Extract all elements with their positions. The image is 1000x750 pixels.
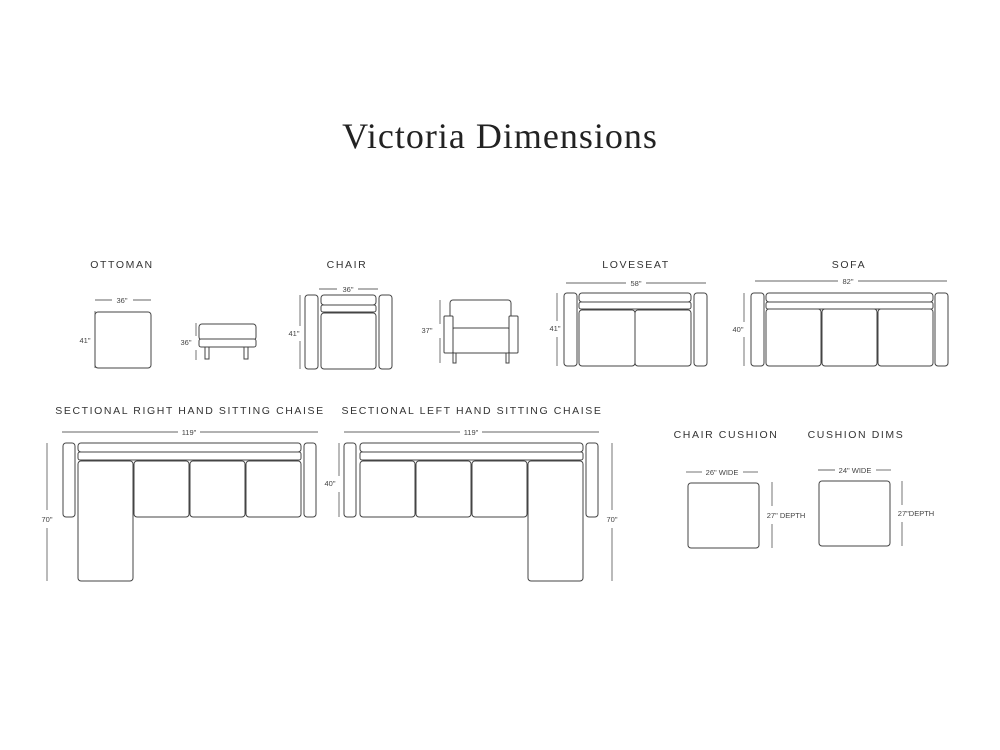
sect-left-depth-label: 40" (324, 479, 335, 488)
sect-left-seat-3 (471, 460, 528, 518)
sofa-depth-label: 40" (732, 325, 743, 334)
chair-front-back (449, 299, 512, 330)
chair-depth-label: 41" (288, 329, 299, 338)
sect-left-back-top (359, 442, 584, 453)
section-ottoman: OTTOMAN (90, 259, 154, 271)
sect-left-arm-left (343, 442, 357, 518)
loveseat-group: LOVESEAT 58" 41" (549, 259, 708, 367)
sect-left-arm-right (585, 442, 599, 518)
cushion-dims-depth-label: 27"DEPTH (898, 509, 934, 518)
cushion-dims-shape (818, 480, 891, 547)
section-chair-cushion: CHAIR CUSHION (674, 429, 779, 441)
sect-right-arm-right (303, 442, 317, 518)
chair-back-bottom (320, 304, 377, 313)
sect-right-seat-2 (189, 460, 246, 518)
sofa-arm-left (750, 292, 765, 367)
chair-cushion-width-label: 26" WIDE (706, 468, 739, 477)
chair-height-label: 37" (421, 326, 432, 335)
chair-width-label: 36" (342, 285, 353, 294)
section-sectional-left: SECTIONAL LEFT HAND SITTING CHAISE (342, 405, 603, 417)
chair-arm-left (304, 294, 319, 370)
section-loveseat: LOVESEAT (602, 259, 669, 271)
loveseat-back-bottom (578, 301, 692, 310)
loveseat-seat-right (634, 309, 692, 367)
chair-group: CHAIR 36" 41" 37" (288, 259, 519, 370)
chair-front-arm-left (443, 315, 454, 354)
ottoman-top-view (94, 311, 152, 369)
ottoman-side-base (198, 338, 257, 348)
loveseat-width-label: 58" (630, 279, 641, 288)
sect-left-chaise-label: 70" (606, 515, 617, 524)
sect-left-width-label: 119" (464, 428, 479, 437)
ottoman-width-label: 36" (116, 296, 127, 305)
sect-left-seat-2 (415, 460, 472, 518)
chair-front-arm-right (508, 315, 519, 354)
sofa-group: SOFA 82" 40" (732, 259, 949, 367)
chair-cushion-depth-label: 27" DEPTH (767, 511, 806, 520)
ottoman-leg-right (243, 346, 249, 360)
loveseat-back-top (578, 292, 692, 303)
sofa-seat-1 (765, 308, 822, 367)
loveseat-arm-right (693, 292, 708, 367)
loveseat-arm-left (563, 292, 578, 367)
chair-back-top (320, 294, 377, 306)
section-sectional-right: SECTIONAL RIGHT HAND SITTING CHAISE (55, 405, 325, 417)
sect-left-seat-1 (359, 460, 416, 518)
sofa-arm-right (934, 292, 949, 367)
chair-leg-left (452, 352, 457, 364)
sect-right-arm-left (62, 442, 76, 518)
section-sofa: SOFA (832, 259, 866, 271)
chair-cushion-group: CHAIR CUSHION 26" WIDE 27" DEPTH (674, 429, 806, 549)
section-cushion-dims: CUSHION DIMS (808, 429, 905, 441)
loveseat-seat-left (578, 309, 636, 367)
chair-cushion-shape (687, 482, 760, 549)
page-title: Victoria Dimensions (342, 116, 658, 156)
sect-left-back-bottom (359, 451, 584, 461)
loveseat-depth-label: 41" (549, 324, 560, 333)
ottoman-side-cushion (198, 323, 257, 341)
sect-right-seat-1 (133, 460, 190, 518)
sect-right-back-bottom (77, 451, 302, 461)
sect-right-back-top (77, 442, 302, 453)
sofa-back-bottom (765, 301, 934, 310)
chair-leg-right (505, 352, 510, 364)
sofa-back-top (765, 292, 934, 303)
sect-right-depth-label: 70" (41, 515, 52, 524)
chair-arm-right (378, 294, 393, 370)
sectional-right-group: SECTIONAL RIGHT HAND SITTING CHAISE 119"… (41, 405, 325, 582)
sect-left-chaise (527, 460, 584, 582)
ottoman-group: OTTOMAN 36" 41" 36" (79, 259, 257, 369)
sect-right-width-label: 119" (182, 428, 197, 437)
cushion-dims-group: CUSHION DIMS 24" WIDE 27"DEPTH (808, 429, 934, 547)
ottoman-depth-label: 41" (79, 336, 90, 345)
sect-right-seat-3 (245, 460, 302, 518)
section-chair: CHAIR (327, 259, 368, 271)
ottoman-height-label: 36" (180, 338, 191, 347)
sofa-width-label: 82" (842, 277, 853, 286)
sofa-seat-3 (877, 308, 934, 367)
sofa-seat-2 (821, 308, 878, 367)
chair-front-seat (452, 327, 510, 354)
cushion-dims-width-label: 24" WIDE (839, 466, 872, 475)
sectional-left-group: SECTIONAL LEFT HAND SITTING CHAISE 119" … (324, 405, 618, 582)
sect-right-chaise (77, 460, 134, 582)
ottoman-leg-left (204, 346, 210, 360)
chair-seat (320, 312, 377, 370)
